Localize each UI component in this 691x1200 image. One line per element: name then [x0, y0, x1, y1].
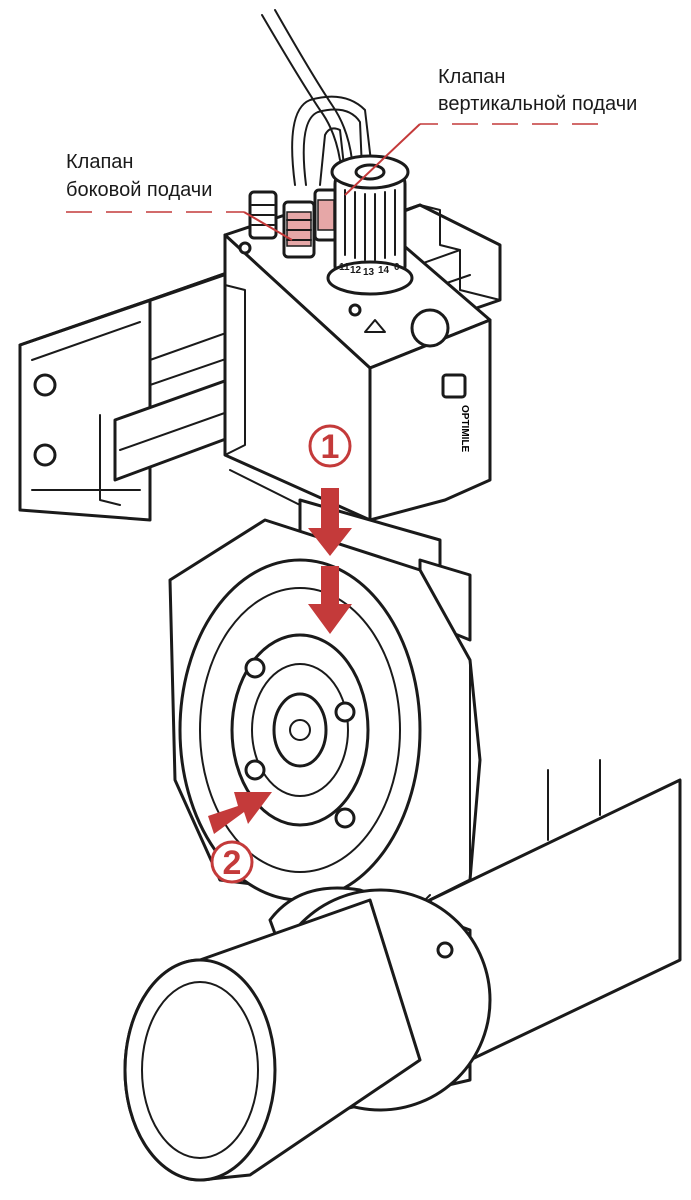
step-marker-2: 2 [210, 840, 254, 884]
pneumatic-cables [261, 9, 373, 186]
side-feed-arrow [208, 792, 272, 834]
brand-logo: OPTIMILE [441, 373, 470, 453]
vertical-feed-arrows [308, 488, 352, 634]
step-marker-2-label: 2 [223, 844, 242, 882]
dial-mark-0: 0 [394, 262, 400, 273]
dial-mark-12: 12 [350, 265, 362, 276]
side-valve-label-line2: боковой подачи [66, 179, 212, 201]
step-marker-1: 1 [308, 424, 352, 468]
workpiece-pipe [123, 759, 682, 1182]
dial-scale: 11 12 13 14 0 [339, 262, 400, 278]
step-marker-1-label: 1 [321, 428, 340, 466]
dial-mark-14: 14 [378, 265, 390, 276]
dial-mark-13: 13 [363, 267, 375, 278]
vertical-valve-callout: Клапан вертикальной подачи [344, 66, 637, 196]
dial-mark-11: 11 [339, 262, 350, 273]
side-valve-label-line1: Клапан [66, 151, 133, 173]
vertical-valve-label-line1: Клапан [438, 66, 505, 88]
brand-logo-text: OPTIMILE [459, 405, 470, 453]
side-valve-callout: Клапан боковой подачи [66, 151, 293, 241]
vertical-valve-label-line2: вертикальной подачи [438, 93, 637, 115]
